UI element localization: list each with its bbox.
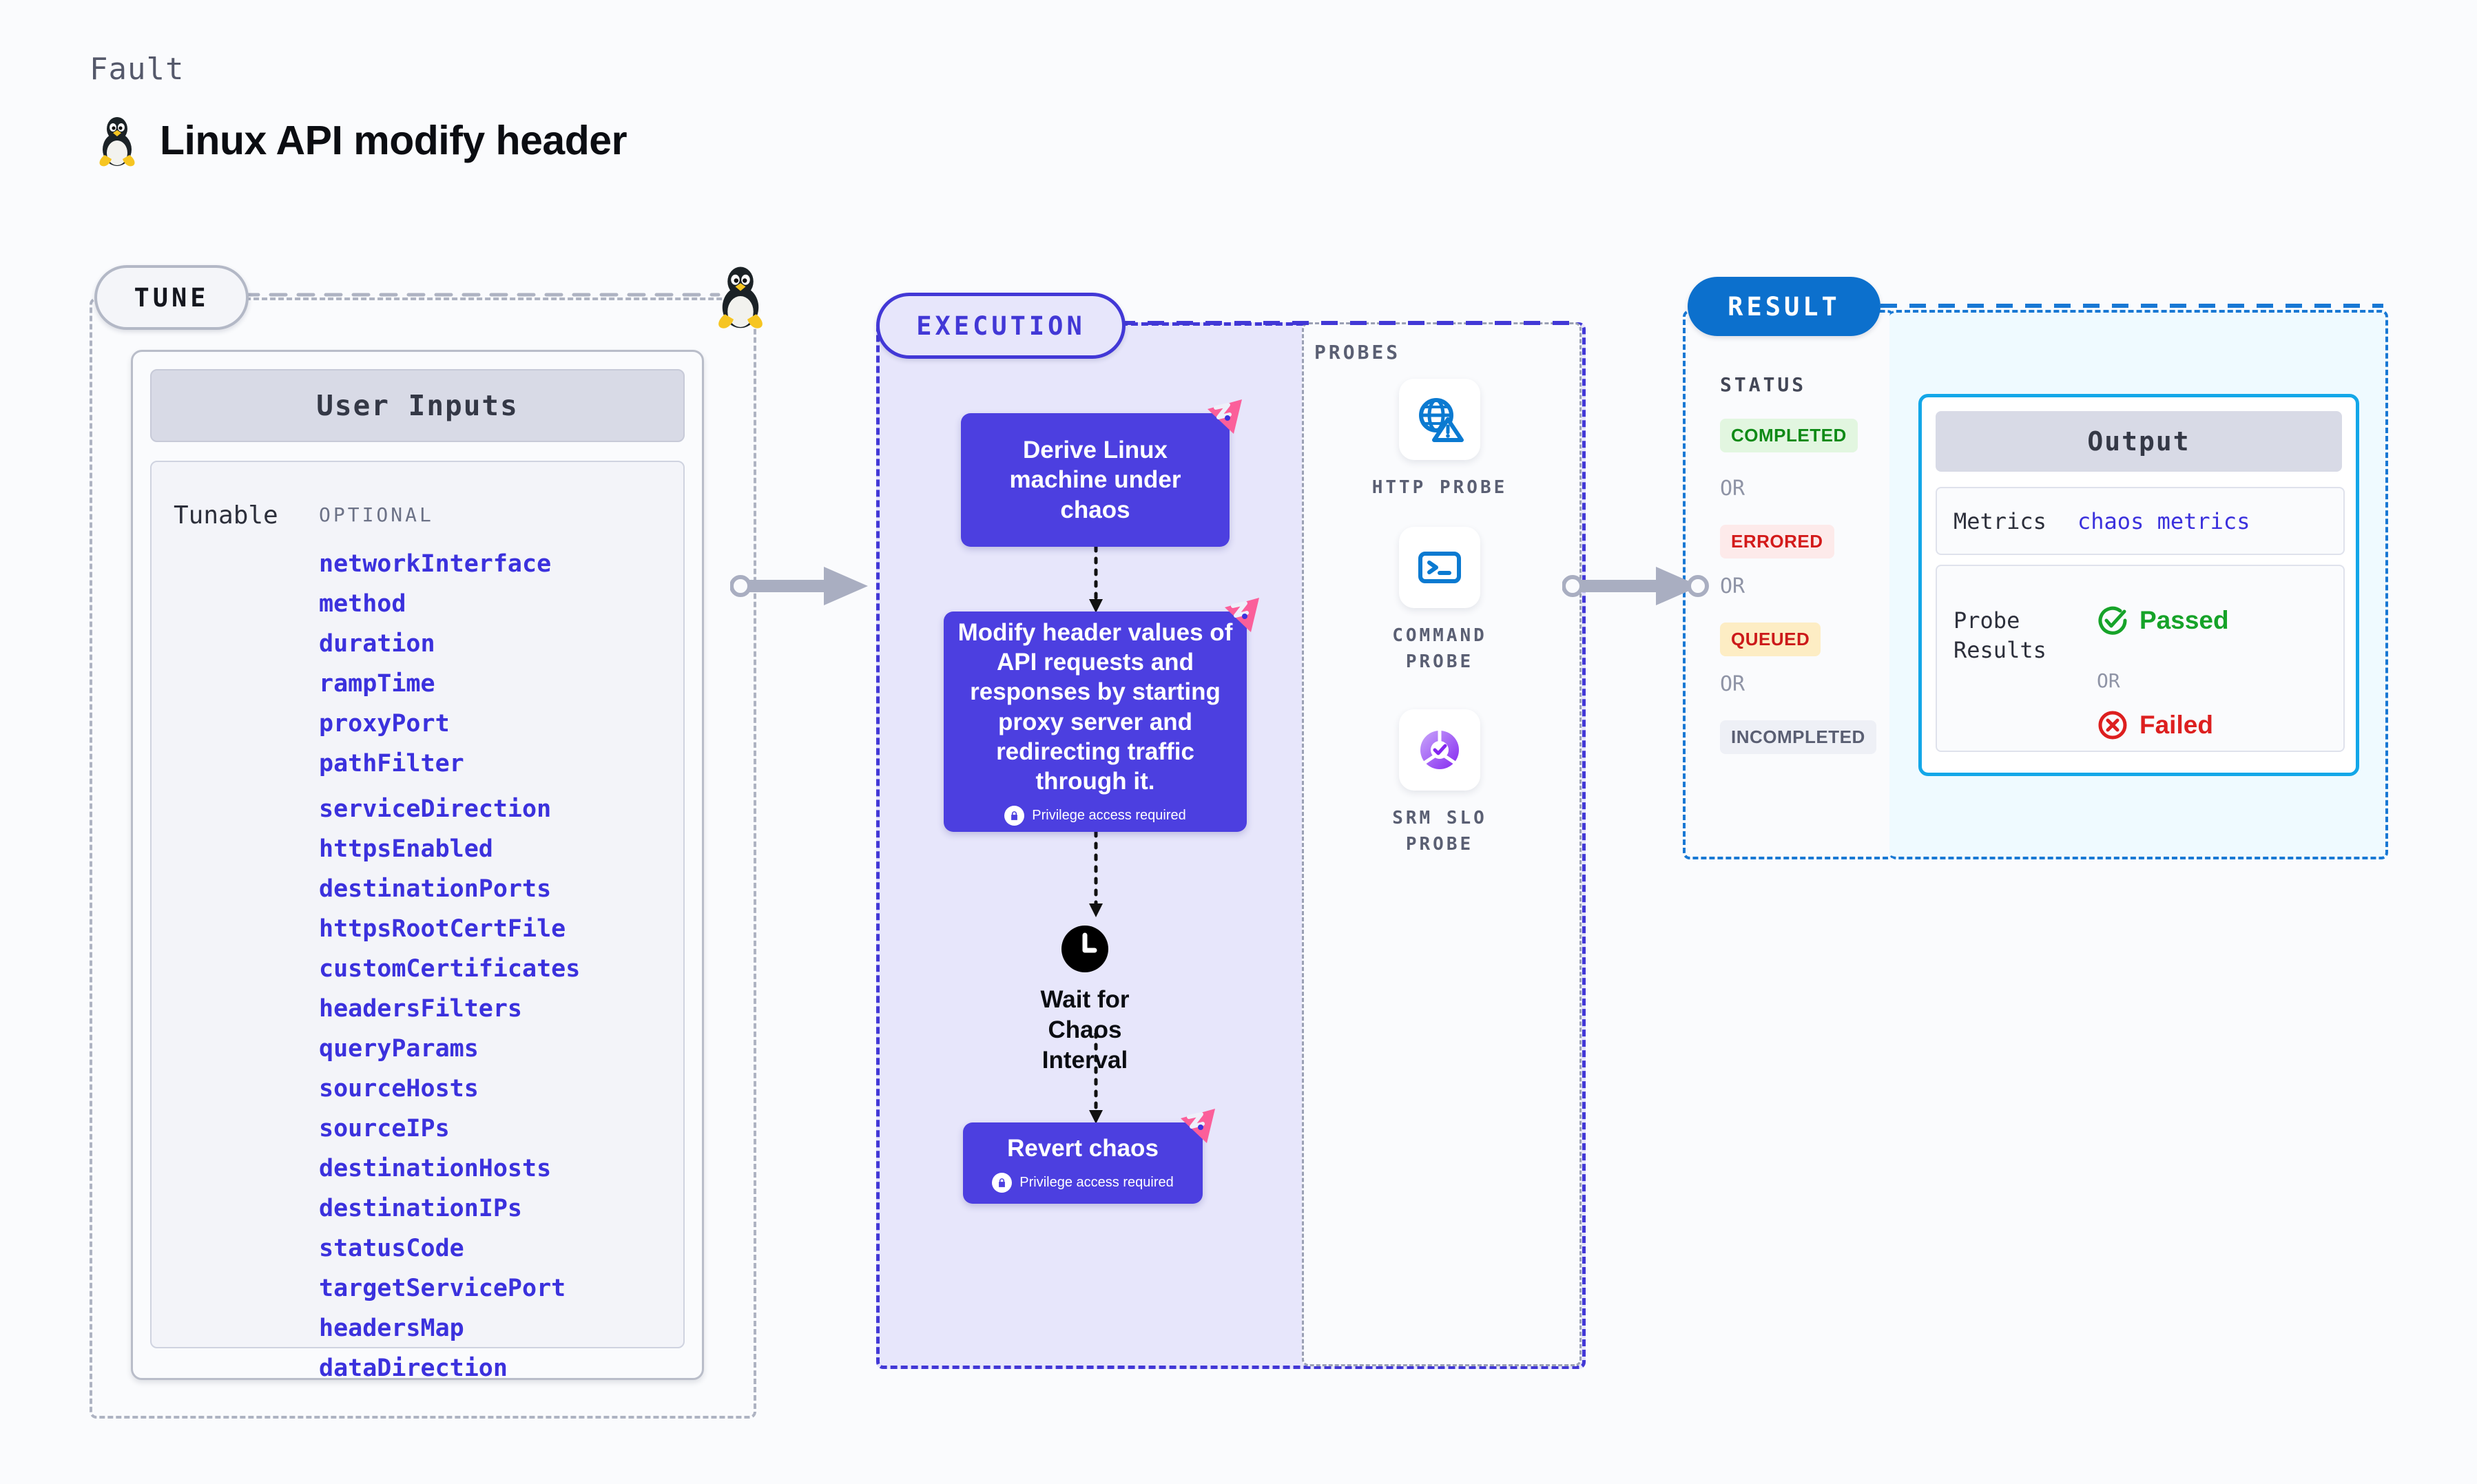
tunable-item[interactable]: serviceDirection [319, 795, 552, 823]
probe-results-label: Probe Results [1953, 607, 2046, 664]
status-badge-queued: QUEUED [1720, 623, 1821, 656]
execution-step-text: Revert chaos [1007, 1134, 1159, 1162]
output-card-header: Output [1936, 411, 2342, 472]
fault-eyebrow-label: Fault [90, 52, 185, 87]
status-badge-incompleted: INCOMPLETED [1720, 720, 1876, 754]
probe-http[interactable]: HTTP PROBE [1364, 379, 1515, 501]
tunable-item[interactable]: customCertificates [319, 955, 581, 983]
flow-arrow-1 [1089, 547, 1103, 613]
tunable-box: Tunable OPTIONAL networkInterface method d… [150, 461, 685, 1382]
or-separator: OR [1720, 672, 1745, 696]
tunable-item[interactable]: networkInterface [319, 550, 552, 578]
status-label: STATUS [1720, 373, 1807, 396]
probe-label: COMMAND PROBE [1392, 625, 1487, 672]
status-badge-errored: ERRORED [1720, 525, 1834, 558]
user-inputs-card: User Inputs Tunable OPTIONAL networkInte… [131, 350, 704, 1382]
chaos-flag-icon [1181, 1109, 1215, 1143]
or-separator: OR [1720, 477, 1745, 501]
probe-result-passed: Passed [2097, 605, 2229, 636]
result-section-pill: RESULT [1688, 277, 1880, 336]
tunable-item[interactable]: destinationPorts [319, 875, 552, 903]
result-dashed-connector [1880, 304, 2383, 308]
output-card: Output Metrics chaos metrics Probe Resul… [1918, 394, 2359, 776]
tunable-item[interactable]: pathFilter [319, 750, 464, 777]
probe-result-passed-label: Passed [2139, 606, 2229, 634]
tune-section-boundary [90, 297, 756, 1419]
privilege-note: Privilege access required [1004, 805, 1186, 826]
probe-command[interactable]: COMMAND PROBE [1364, 527, 1515, 675]
chaos-flag-icon [1225, 598, 1259, 632]
privilege-text: Privilege access required [1032, 807, 1186, 823]
tunable-item[interactable]: dataDirection [319, 1355, 508, 1382]
privilege-note: Privilege access required [992, 1173, 1174, 1193]
tunable-item[interactable]: targetServicePort [319, 1275, 566, 1302]
execution-step-text: Derive Linux machine under chaos [1009, 437, 1181, 523]
terminal-icon [1399, 527, 1480, 608]
lock-icon [1004, 805, 1025, 826]
execution-section-pill: EXECUTION [876, 293, 1126, 359]
tunable-item[interactable]: duration [319, 630, 435, 658]
metrics-value-link[interactable]: chaos metrics [2077, 508, 2250, 534]
execution-step-modify[interactable]: Modify header values of API requests and… [944, 598, 1259, 832]
probes-section-label: PROBES [1314, 341, 1401, 364]
tunable-item[interactable]: method [319, 590, 406, 618]
chaos-flag-icon [1208, 399, 1242, 434]
probe-label: SRM SLO PROBE [1392, 808, 1487, 855]
tune-dashed-connector [243, 293, 721, 297]
tunable-list: networkInterface method duration rampTime pr… [319, 544, 663, 1388]
probes-section-boundary [1302, 322, 1582, 1366]
metrics-row: Metrics chaos metrics [1936, 487, 2345, 555]
probe-result-failed-label: Failed [2139, 711, 2213, 739]
probe-result-failed: Failed [2097, 709, 2213, 741]
execution-step-text: Wait for Chaos Interval [1040, 986, 1130, 1074]
flow-arrow-3 [1089, 1033, 1103, 1124]
lock-icon [992, 1173, 1013, 1193]
privilege-text: Privilege access required [1019, 1175, 1174, 1191]
flow-arrow-2 [1089, 832, 1103, 917]
user-inputs-header: User Inputs [150, 369, 685, 442]
page-title: Linux API modify header [160, 118, 628, 163]
metrics-label: Metrics [1953, 508, 2046, 534]
or-separator: OR [2097, 669, 2120, 692]
tunable-item[interactable]: sourceIPs [319, 1115, 450, 1142]
tunable-label: Tunable [174, 501, 278, 530]
optional-label: OPTIONAL [319, 503, 434, 526]
execution-step-text: Modify header values of API requests and… [957, 619, 1233, 795]
execution-dashed-connector [1119, 321, 1573, 325]
linux-tux-icon [99, 117, 135, 167]
tunable-item[interactable]: statusCode [319, 1235, 464, 1262]
tunable-item[interactable]: sourceHosts [319, 1075, 479, 1102]
tunable-item[interactable]: destinationIPs [319, 1195, 523, 1222]
probe-srm-slo[interactable]: SRM SLO PROBE [1364, 709, 1515, 857]
globe-warning-icon [1399, 379, 1480, 460]
x-circle-icon [2098, 711, 2127, 740]
or-separator: OR [1720, 574, 1745, 598]
srm-slo-icon [1399, 709, 1480, 791]
tune-section-pill: TUNE [94, 265, 249, 330]
tunable-item[interactable]: queryParams [319, 1035, 479, 1063]
linux-tux-icon [718, 267, 763, 328]
tune-to-execution-connector [730, 567, 868, 605]
status-badge-completed: COMPLETED [1720, 419, 1858, 452]
execution-to-result-connector [1562, 567, 1709, 605]
tunable-item[interactable]: headersFilters [319, 995, 523, 1023]
tunable-item[interactable]: httpsRootCertFile [319, 915, 566, 943]
check-circle-icon [2098, 606, 2127, 635]
tunable-item[interactable]: destinationHosts [319, 1155, 552, 1182]
tunable-item[interactable]: rampTime [319, 670, 435, 698]
clock-icon [1061, 926, 1108, 972]
probe-label: HTTP PROBE [1371, 477, 1508, 498]
tunable-item[interactable]: httpsEnabled [319, 835, 493, 863]
execution-step-wait: Wait for Chaos Interval [1030, 923, 1140, 1075]
probe-results-row: Probe Results Passed OR Failed [1936, 565, 2345, 752]
execution-step-derive[interactable]: Derive Linux machine under chaos [961, 399, 1242, 547]
execution-step-revert[interactable]: Revert chaos Privilege access required [963, 1109, 1215, 1204]
tunable-item[interactable]: headersMap [319, 1315, 464, 1342]
tunable-item[interactable]: proxyPort [319, 710, 450, 738]
fault-title-row: Linux API modify header [95, 114, 628, 167]
